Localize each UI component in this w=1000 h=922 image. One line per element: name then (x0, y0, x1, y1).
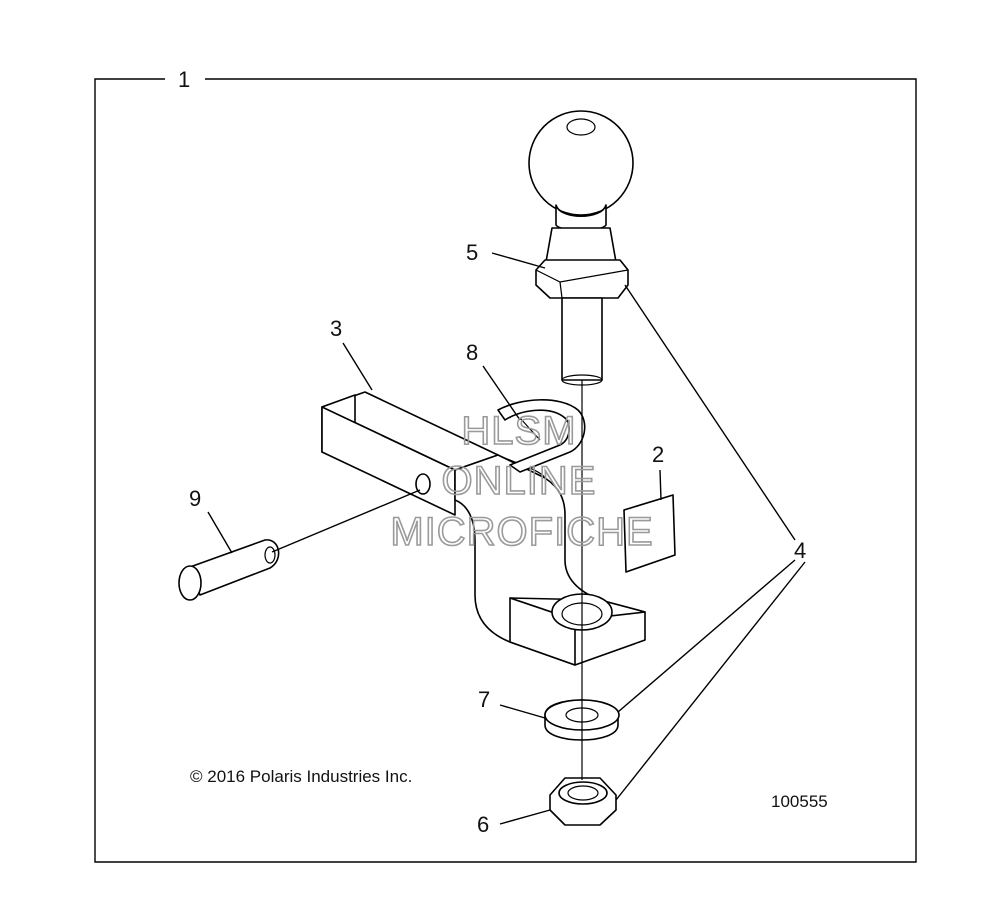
spring-clip (497, 399, 586, 473)
callout-3: 3 (330, 316, 342, 341)
callout-2: 2 (652, 442, 664, 467)
hitch-pin (178, 489, 421, 601)
watermark-line-3: MICROFICHE (390, 510, 653, 554)
callout-9: 9 (189, 486, 201, 511)
figure-number: 100555 (771, 792, 828, 811)
callout-5: 5 (466, 240, 478, 265)
callout-1: 1 (178, 67, 190, 92)
callout-6: 6 (477, 812, 489, 837)
callout-8: 8 (466, 340, 478, 365)
leader-lines (207, 252, 806, 825)
watermark-line-1: HLSM (461, 409, 576, 453)
watermark: HLSM ONLINE MICROFICHE (390, 408, 654, 555)
copyright-text: © 2016 Polaris Industries Inc. (190, 767, 412, 786)
hitch-ball (528, 110, 634, 386)
assembly-frame (94, 78, 917, 863)
callout-7: 7 (478, 687, 490, 712)
decal (623, 494, 676, 573)
callout-labels: 1 2 3 4 5 6 7 8 9 (178, 67, 806, 837)
callout-4: 4 (794, 538, 806, 563)
watermark-line-2: ONLINE (442, 459, 597, 503)
hex-nut (549, 777, 617, 826)
